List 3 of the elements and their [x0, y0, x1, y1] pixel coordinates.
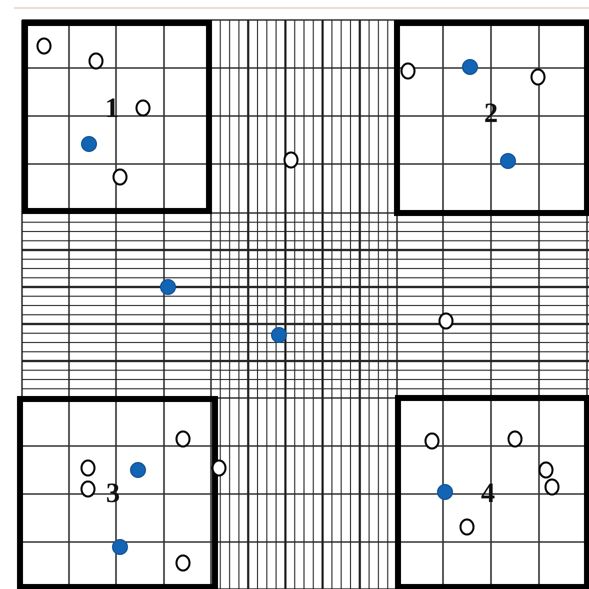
counting-square: [394, 20, 589, 216]
counting-square: [17, 396, 218, 589]
counting-square: [22, 20, 212, 214]
